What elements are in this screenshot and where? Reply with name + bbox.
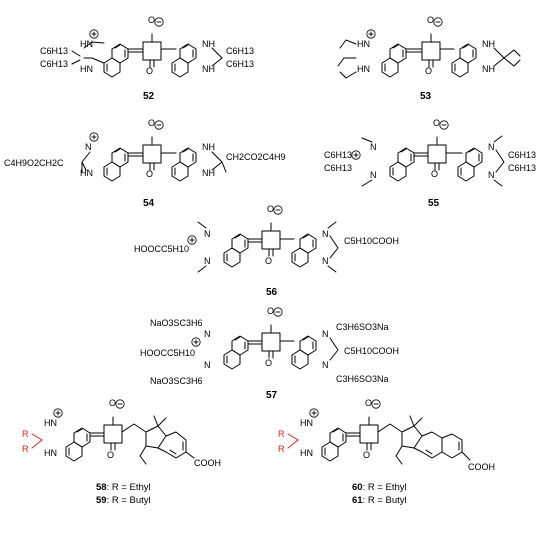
sub-right-bottom-57: C3H6SO3Na [336, 374, 389, 384]
oxo-54: O [146, 169, 153, 179]
oxo-57: O [265, 358, 272, 368]
oxo-58: O [107, 450, 114, 460]
n-left-bottom-54: HN [80, 168, 93, 178]
compound-57: O O N N NaO3SC3H6 HOOCC5H10 NaO3SC3H6 N … [140, 306, 399, 401]
anion-oxygen-54: O [148, 118, 155, 128]
sub-right-54: CH2CO2C4H9 [226, 152, 286, 162]
sub-right-bottom-55: C6H13 [508, 163, 536, 173]
n-left-top-55: N [370, 142, 377, 152]
compound-label-55: 55 [428, 198, 440, 209]
caption-59: 59: R = Butyl [96, 495, 151, 506]
oxo-53: O [425, 66, 432, 76]
n-left-bottom-57: N [204, 360, 211, 370]
caption-61: 61: R = Butyl [352, 495, 407, 506]
compound-label-52: 52 [143, 91, 155, 102]
acid-60: COOH [468, 462, 495, 472]
r-group-bottom-58: R [22, 444, 29, 454]
sub-right-bottom-52: C6H13 [226, 59, 254, 69]
oxo-52: O [146, 66, 153, 76]
oxo-60: O [363, 450, 370, 460]
compound-54: O O N HN C4H9O2CH2C NH NH CH2CO2C4H9 54 [4, 118, 286, 209]
n-right-bottom-57: N [322, 360, 329, 370]
anion-oxygen-57: O [267, 306, 274, 316]
sub-left-bottom-55: C6H13 [324, 163, 352, 173]
compound-60-61: O O COOH HN HN R R 60: R = Ethyl 61: R =… [278, 398, 495, 506]
sub-left-top-57: NaO3SC3H6 [150, 318, 203, 328]
oxo-55: O [431, 169, 438, 179]
n-left-top-58: HN [44, 418, 57, 428]
oxo-56: O [265, 256, 272, 266]
n-right-top-56: N [322, 229, 329, 239]
anion-oxygen-53: O [427, 15, 434, 25]
n-left-top-53: HN [357, 39, 370, 49]
n-left-top-52: HN [80, 39, 93, 49]
n-right-top-53: NH [482, 39, 495, 49]
anion-oxygen-52: O [148, 15, 155, 25]
sub-right-mid-57: C5H10COOH [344, 346, 399, 356]
n-right-bottom-56: N [322, 256, 329, 266]
compound-53: O O HN HN NH NH 53 [337, 15, 521, 102]
n-left-bottom-58: HN [44, 448, 57, 458]
sub-right-top-57: C3H6SO3Na [336, 322, 389, 332]
compound-55: O O N N C6H13 C6H13 N N C6H13 C6H13 55 [324, 118, 536, 209]
n-left-top-57: N [204, 329, 211, 339]
compound-58-59: O O COOH HN HN R R 58: R = Ethyl 59: R =… [22, 398, 221, 506]
caption-58: 58: R = Ethyl [96, 482, 151, 493]
caption-60: 60: R = Ethyl [352, 482, 407, 493]
n-left-top-56: N [204, 229, 211, 239]
n-left-top-60: HN [300, 418, 313, 428]
n-right-bottom-54: NH [202, 168, 215, 178]
sub-left-top-52: C6H13 [40, 46, 68, 56]
compound-56: O O N N HOOCC5H10 N N C5H10COOH 56 [134, 204, 399, 298]
anion-oxygen-56: O [267, 204, 274, 214]
sub-left-bottom-52: C6H13 [40, 59, 68, 69]
anion-oxygen-60: O [365, 398, 372, 408]
n-left-top-54: N [85, 142, 92, 152]
r-group-top-58: R [22, 429, 29, 439]
compound-label-54: 54 [143, 198, 155, 209]
n-left-bottom-53: HN [357, 64, 370, 74]
n-left-bottom-55: N [370, 170, 377, 180]
r-group-bottom-60: R [278, 444, 285, 454]
n-right-bottom-52: NH [202, 64, 215, 74]
sub-right-56: C5H10COOH [344, 236, 399, 246]
sub-left-top-55: C6H13 [324, 150, 352, 160]
r-group-top-60: R [278, 429, 285, 439]
n-right-top-54: NH [202, 142, 215, 152]
n-left-bottom-56: N [204, 256, 211, 266]
sub-left-56: HOOCC5H10 [134, 244, 189, 254]
compound-52: O O HN HN C6H13 C6H13 NH NH C6H13 C6H13 … [40, 15, 254, 102]
compound-label-56: 56 [266, 287, 278, 298]
n-right-top-57: N [322, 329, 329, 339]
n-left-bottom-60: HN [300, 448, 313, 458]
anion-oxygen-55: O [433, 118, 440, 128]
n-right-bottom-55: N [488, 170, 495, 180]
sub-left-mid-57: HOOCC5H10 [140, 348, 195, 358]
anion-oxygen-58: O [109, 398, 116, 408]
n-left-bottom-52: HN [80, 64, 93, 74]
sub-left-54: C4H9O2CH2C [4, 158, 64, 168]
compound-label-53: 53 [420, 91, 432, 102]
sub-left-bottom-57: NaO3SC3H6 [150, 376, 203, 386]
n-right-top-55: N [488, 142, 495, 152]
n-right-bottom-53: NH [482, 64, 495, 74]
compound-label-57: 57 [266, 390, 278, 401]
n-right-top-52: NH [202, 39, 215, 49]
sub-right-top-52: C6H13 [226, 46, 254, 56]
acid-58: COOH [194, 458, 221, 468]
sub-right-top-55: C6H13 [508, 150, 536, 160]
